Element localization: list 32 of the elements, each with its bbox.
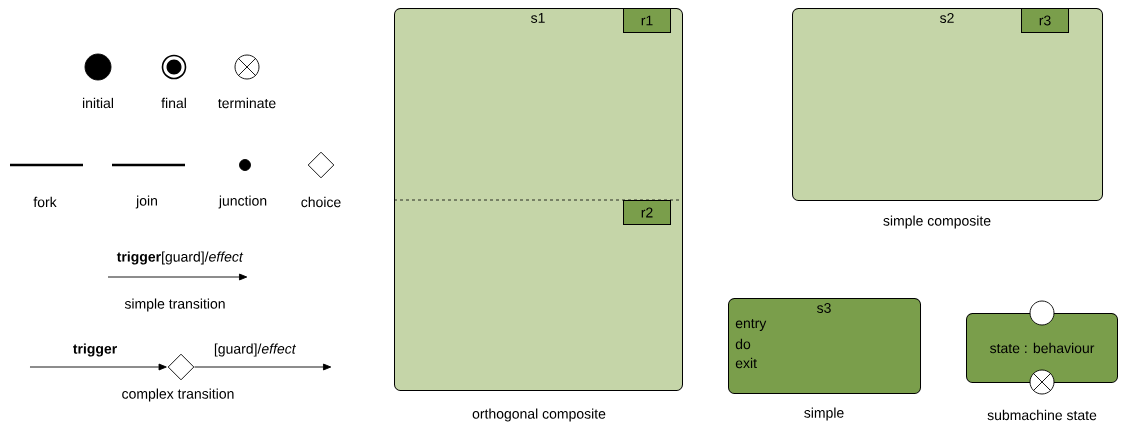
node-label: choice (301, 196, 341, 208)
region-tab: r2 (623, 200, 671, 225)
region-tab: r3 (1021, 8, 1069, 33)
arrow (194, 363, 332, 371)
crossed-circle (234, 54, 260, 80)
node-label: terminate (218, 97, 276, 109)
node-label: initial (83, 97, 113, 109)
caption: complex transition (122, 388, 234, 402)
region-tab: r1 (623, 8, 671, 33)
filled-circle (84, 53, 112, 81)
caption: submachine state (987, 409, 1097, 421)
node-label: final (161, 97, 186, 109)
node-label: simple (804, 407, 844, 421)
node-label: simple composite (883, 215, 991, 229)
node-label: junction (218, 195, 267, 209)
node-label: orthogonal composite (472, 408, 606, 422)
exit-point-circle (1029, 369, 1055, 395)
entry-point-circle (1029, 300, 1055, 326)
bar (10, 163, 83, 167)
state-box: state : behaviour (966, 313, 1118, 383)
node-label: fork (33, 196, 57, 208)
transition-label: trigger[guard]/effect (116, 251, 244, 265)
state-box: s3 entry do exit (728, 298, 921, 394)
node-label: join (135, 195, 157, 209)
diamond (167, 353, 195, 381)
arrow (29, 363, 167, 371)
diamond (307, 151, 335, 179)
edge-label: [guard]/effect (212, 342, 298, 358)
edge-label: trigger (71, 342, 119, 358)
bar (112, 163, 185, 167)
caption: simple transition (124, 298, 225, 312)
ringed-circle (161, 54, 187, 80)
